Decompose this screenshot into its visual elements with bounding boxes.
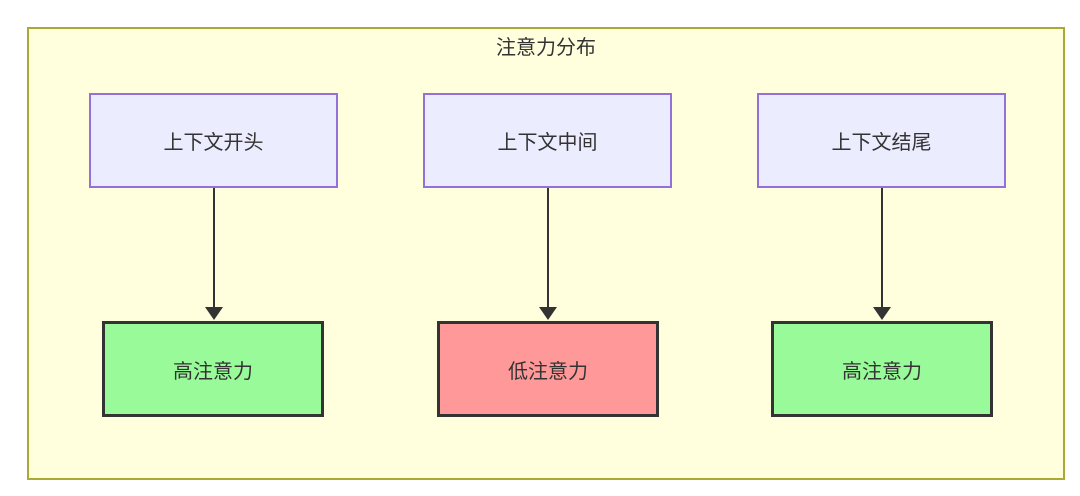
node-high-attention-2: 高注意力 [771, 321, 993, 417]
arrow-head-icon [204, 307, 223, 320]
arrow-line [546, 188, 549, 308]
node-context-end: 上下文结尾 [757, 93, 1006, 188]
arrow-line [880, 188, 883, 308]
node-context-middle: 上下文中间 [423, 93, 672, 188]
diagram-title: 注意力分布 [496, 35, 596, 59]
node-context-beginning: 上下文开头 [89, 93, 338, 188]
arrow-line [212, 188, 215, 308]
node-high-attention-1: 高注意力 [102, 321, 324, 417]
arrow-head-icon [872, 307, 891, 320]
arrow-head-icon [538, 307, 557, 320]
node-low-attention: 低注意力 [437, 321, 659, 417]
